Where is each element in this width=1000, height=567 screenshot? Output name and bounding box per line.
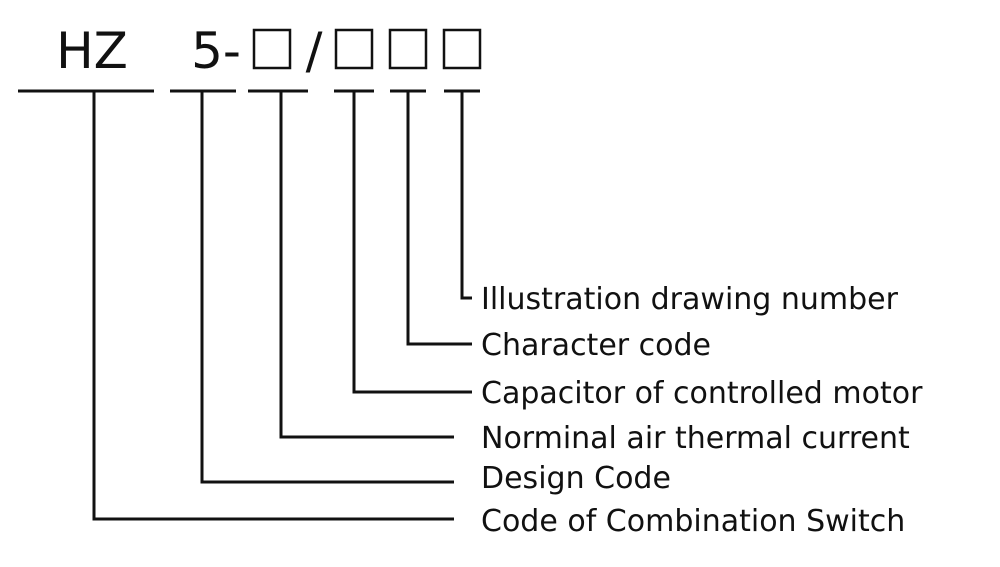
label-current: Norminal air thermal current xyxy=(481,421,910,456)
leader-current xyxy=(279,91,454,439)
label-character: Character code xyxy=(481,328,711,363)
capacitor-placeholder-box xyxy=(334,28,374,70)
leader-illustration xyxy=(460,91,472,300)
label-capacitor: Capacitor of controlled motor xyxy=(481,376,923,411)
current-placeholder-box xyxy=(252,28,292,70)
leader-capacitor xyxy=(352,91,472,394)
code-design-digit: 5- xyxy=(191,22,241,80)
leader-design xyxy=(200,91,454,484)
label-combination: Code of Combination Switch xyxy=(481,504,905,539)
character-placeholder-box xyxy=(388,28,428,70)
label-design: Design Code xyxy=(481,461,671,496)
illustration-placeholder-box xyxy=(442,28,482,70)
leader-character xyxy=(406,91,472,346)
leader-combination xyxy=(92,91,454,521)
code-prefix: HZ xyxy=(56,22,128,80)
label-illustration: Illustration drawing number xyxy=(481,282,899,317)
code-separator: / xyxy=(306,22,323,80)
